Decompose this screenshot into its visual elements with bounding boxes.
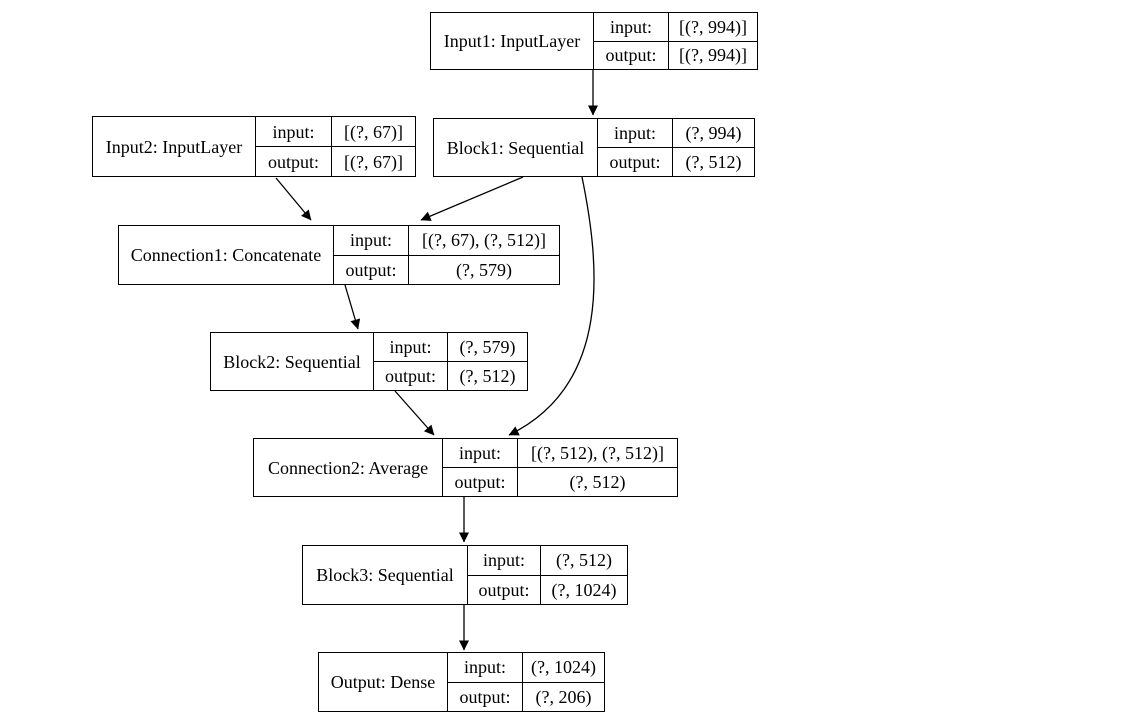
node-block2-output-shape: (?, 512) — [459, 366, 516, 386]
node-block3: Block3: Sequential input: (?, 512) outpu… — [302, 545, 628, 605]
node-connection2-label: Connection2: Average — [254, 439, 443, 496]
input-key: input: — [334, 226, 409, 255]
node-block2: Block2: Sequential input: (?, 579) outpu… — [210, 332, 528, 391]
node-input1: Input1: InputLayer input: [(?, 994)] out… — [430, 12, 758, 70]
output-key: output: — [374, 362, 448, 390]
node-connection2-output-shape: (?, 512) — [569, 472, 626, 492]
node-block1: Block1: Sequential input: (?, 994) outpu… — [433, 118, 755, 177]
node-input2-output-shape: [(?, 67)] — [344, 151, 403, 172]
node-output-output-shape: (?, 206) — [535, 686, 592, 707]
edge-block1-connection2 — [508, 176, 595, 436]
node-block2-label: Block2: Sequential — [211, 333, 374, 390]
edge-connection1-block2 — [344, 284, 361, 330]
node-input2-input-shape: [(?, 67)] — [344, 121, 403, 142]
input-key: input: — [448, 653, 523, 682]
node-block3-label: Block3: Sequential — [303, 546, 468, 604]
output-key: output: — [334, 255, 409, 284]
node-input1-output-shape: [(?, 994)] — [679, 45, 747, 66]
output-key: output: — [256, 147, 332, 176]
node-input1-label: Input1: InputLayer — [431, 13, 594, 69]
node-block2-input-shape: (?, 579) — [459, 337, 516, 357]
node-block3-output-shape: (?, 1024) — [551, 579, 617, 600]
node-connection1-input-shape: [(?, 67), (?, 512)] — [422, 230, 546, 251]
output-key: output: — [594, 41, 669, 69]
node-connection1-output-shape: (?, 579) — [456, 259, 512, 280]
input-key: input: — [468, 546, 541, 575]
input-key: input: — [374, 333, 448, 361]
node-block1-output-shape: (?, 512) — [685, 152, 742, 172]
node-block3-input-shape: (?, 512) — [556, 550, 612, 571]
node-block1-label: Block1: Sequential — [434, 119, 598, 176]
node-connection2: Connection2: Average input: [(?, 512), (… — [253, 438, 678, 497]
output-key: output: — [598, 148, 673, 176]
input-key: input: — [443, 439, 518, 467]
node-input2-label: Input2: InputLayer — [93, 117, 256, 176]
output-key: output: — [448, 682, 523, 711]
input-key: input: — [594, 13, 669, 41]
node-output-label: Output: Dense — [319, 653, 448, 711]
output-key: output: — [468, 575, 541, 604]
node-output-input-shape: (?, 1024) — [531, 657, 596, 678]
node-connection1-label: Connection1: Concatenate — [119, 226, 334, 284]
node-block1-input-shape: (?, 994) — [685, 123, 742, 143]
edge-block2-connection2 — [394, 390, 435, 436]
node-connection1: Connection1: Concatenate input: [(?, 67)… — [118, 225, 560, 285]
node-input1-input-shape: [(?, 994)] — [679, 16, 747, 37]
edge-input2-connection1 — [275, 177, 312, 221]
input-key: input: — [256, 117, 332, 146]
node-connection2-input-shape: [(?, 512), (?, 512)] — [531, 443, 664, 463]
node-output: Output: Dense input: (?, 1024) output: (… — [318, 652, 605, 712]
input-key: input: — [598, 119, 673, 147]
node-input2: Input2: InputLayer input: [(?, 67)] outp… — [92, 116, 416, 177]
edge-block1-connection1 — [420, 176, 524, 221]
output-key: output: — [443, 468, 518, 496]
